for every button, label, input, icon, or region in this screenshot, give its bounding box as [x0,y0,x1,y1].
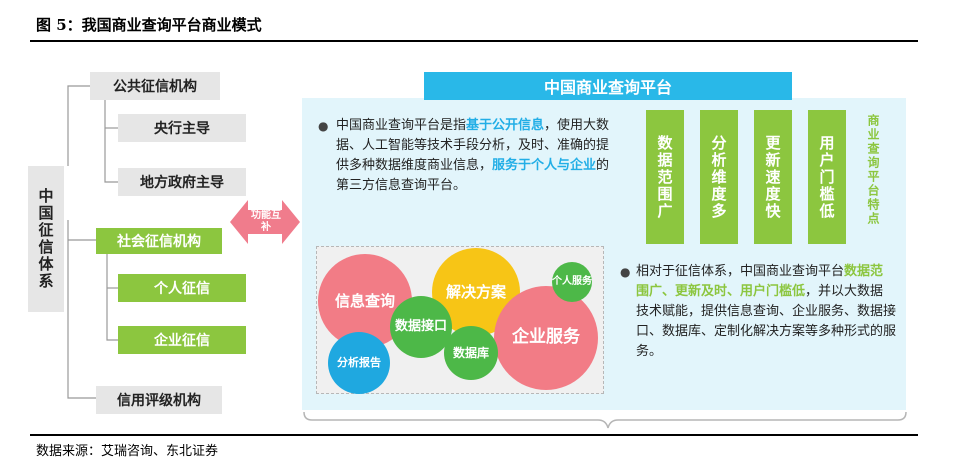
feature-low-threshold: 用户门槛低 [808,110,846,244]
central-bank-led: 央行主导 [118,114,246,142]
feature-fast-update: 更新速度快 [754,110,792,244]
credit-rating-agency: 信用评级机构 [96,386,222,414]
features-side-label: 商业查询平台特点 [866,114,880,226]
complement-label: 功能互补 [251,210,281,233]
def-highlight-serve: 服务于个人与企业 [492,158,597,173]
local-gov-led: 地方政府主导 [118,168,246,196]
platform-banner: 中国商业查询平台 [424,72,792,100]
top-rule [30,40,918,42]
bullet-dot-2: ● [620,265,631,279]
cmp-text-c: ，并以大数据技术赋能，提供信息查询、企业服务、数据接口、数据库、定制化解决方案等… [636,284,897,359]
feature-multi-dimension: 分析维度多 [700,110,738,244]
def-text-c: ，使用大数据、人工智能等技术手段分析，及时、准确的提供多种数据维度商业信息， [336,118,610,173]
complement-arrow [230,200,300,244]
public-credit-agency: 公共征信机构 [90,72,220,100]
def-text-e: 的第三方信息查询平台。 [336,158,610,193]
bubble-enterprise-service: 企业服务 [494,286,598,390]
platform-definition: ● 中国商业查询平台是指基于公开信息，使用大数据、人工智能等技术手段分析，及时、… [318,116,618,196]
feature-wide-data: 数据范围广 [646,110,684,244]
social-credit-agency: 社会征信机构 [96,228,222,254]
cmp-text-a: 相对于征信体系，中国商业查询平台 [636,264,845,279]
platform-comparison: ● 相对于征信体系，中国商业查询平台数据范围广、更新及时、用户门槛低，并以大数据… [620,262,896,362]
bubble-analysis-report: 分析报告 [328,332,390,394]
bubble-personal-service: 个人服务 [552,262,592,302]
figure-title: 图 5：我国商业查询平台商业模式 [36,16,262,34]
cmp-highlight: 数据范围广、更新及时、用户门槛低 [636,264,884,299]
brace [303,411,907,429]
def-highlight-public-info: 基于公开信息 [466,118,545,133]
bubble-database: 数据库 [444,326,498,380]
figure-source: 数据来源：艾瑞咨询、东北证券 [36,444,219,459]
bubble-data-interface: 数据接口 [390,296,452,358]
root-china-credit-system: 中国征信体系 [28,166,64,312]
personal-credit: 个人征信 [118,274,246,302]
bottom-rule [30,434,918,436]
def-text-a: 中国商业查询平台是指 [336,118,467,133]
bullet-dot-1: ● [318,119,329,133]
enterprise-credit: 企业征信 [118,326,246,354]
